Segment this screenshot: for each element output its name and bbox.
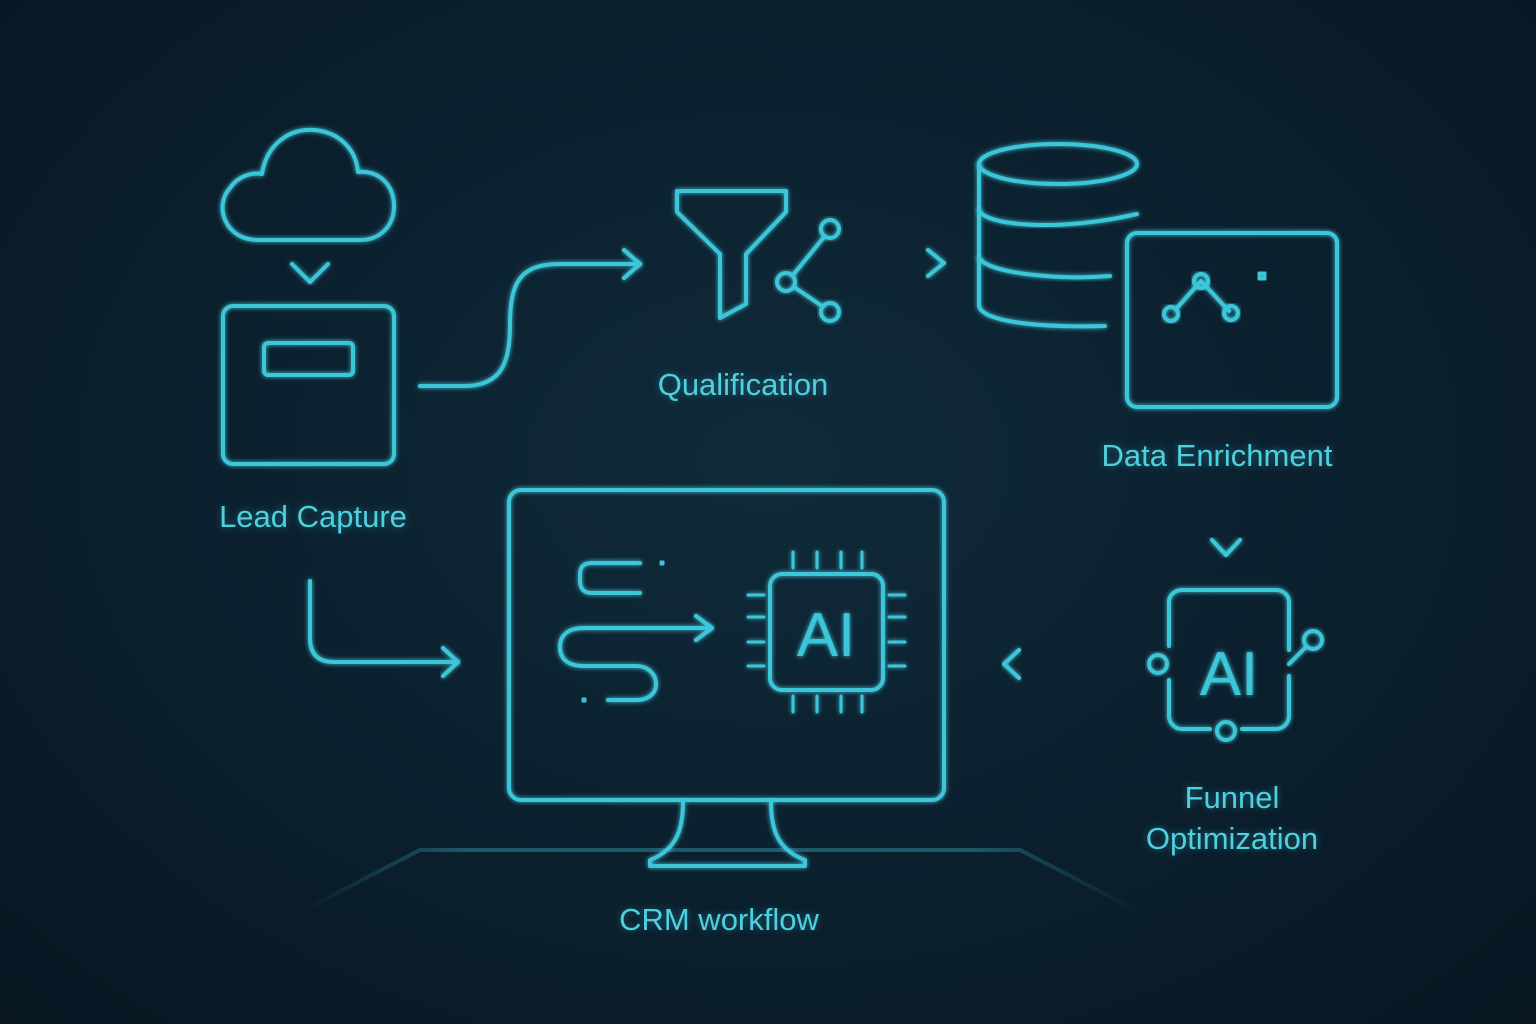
funnel-optimization-chip-text: AI	[1200, 640, 1259, 709]
lead-capture-label: Lead Capture	[219, 499, 407, 534]
crm-workflow-chip-text: AI	[797, 601, 856, 670]
funnel-optimization-label-line2: Optimization	[1145, 821, 1319, 856]
qualification-label: Qualification	[657, 367, 829, 402]
funnel-optimization-label-line1: Funnel	[1184, 780, 1280, 815]
arrow-lead-to-crm	[308, 579, 460, 664]
cloud-download-icon	[220, 127, 396, 284]
funnel-optimization-node: AI	[1147, 588, 1324, 742]
arrowhead-optimization-to-crm	[1002, 648, 1021, 680]
database-icon	[977, 142, 1139, 329]
lead-capture-node	[220, 127, 396, 466]
arrow-lead-to-qualification	[418, 262, 642, 388]
share-nodes-icon	[775, 218, 841, 323]
ai-chip-icon: AI	[1147, 588, 1324, 742]
crm-workflow-node: AI	[299, 488, 1141, 914]
desk-surface	[299, 848, 1141, 914]
arrowhead-lead-to-qualification	[622, 248, 642, 280]
monitor-icon	[507, 488, 946, 868]
funnel-icon	[675, 189, 788, 320]
data-enrichment-node	[977, 142, 1339, 409]
arrowhead-enrichment-to-optimization	[1210, 538, 1242, 557]
ai-processor-icon: AI	[746, 550, 907, 714]
data-enrichment-label: Data Enrichment	[1101, 438, 1333, 473]
workflow-path-icon	[558, 560, 714, 703]
crm-workflow-label: CRM workflow	[619, 902, 819, 937]
arrowhead-lead-to-crm	[441, 646, 460, 678]
analytics-chart-icon	[1125, 231, 1339, 409]
arrowhead-qualification-to-enrichment	[926, 248, 946, 278]
form-document-icon	[221, 304, 396, 466]
qualification-node	[675, 189, 841, 323]
